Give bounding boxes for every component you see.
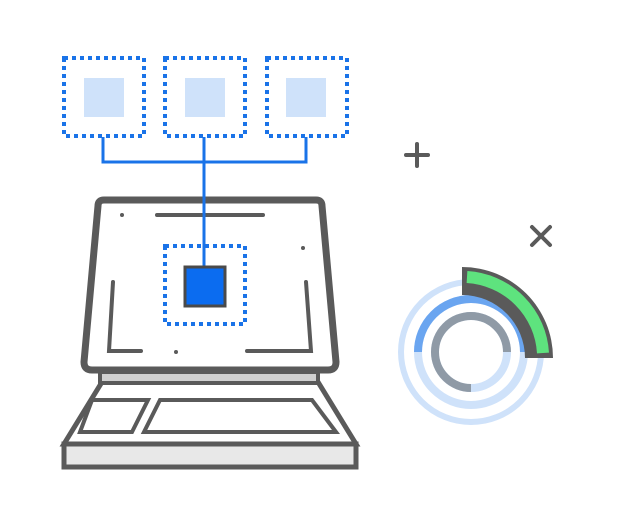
quarter-arc-fill xyxy=(466,271,549,354)
module-boxes xyxy=(62,56,349,138)
quarter-arc xyxy=(462,267,553,358)
module-inner-2 xyxy=(185,78,225,117)
screen-module-chip xyxy=(183,265,227,308)
module-inner-1 xyxy=(84,78,124,117)
module-box-3 xyxy=(265,56,349,138)
inner-ring-progress xyxy=(431,312,511,392)
keyboard-main xyxy=(140,398,340,434)
laptop-hinge xyxy=(98,370,320,385)
laptop xyxy=(59,196,361,470)
progress-rings xyxy=(398,267,553,425)
module-inner-3 xyxy=(286,78,326,117)
plus-icon xyxy=(404,142,430,168)
keyboard-left xyxy=(77,398,152,434)
module-box-2 xyxy=(163,56,247,138)
close-icon xyxy=(530,225,552,247)
laptop-base-slab xyxy=(61,441,359,470)
module-box-1 xyxy=(62,56,146,138)
